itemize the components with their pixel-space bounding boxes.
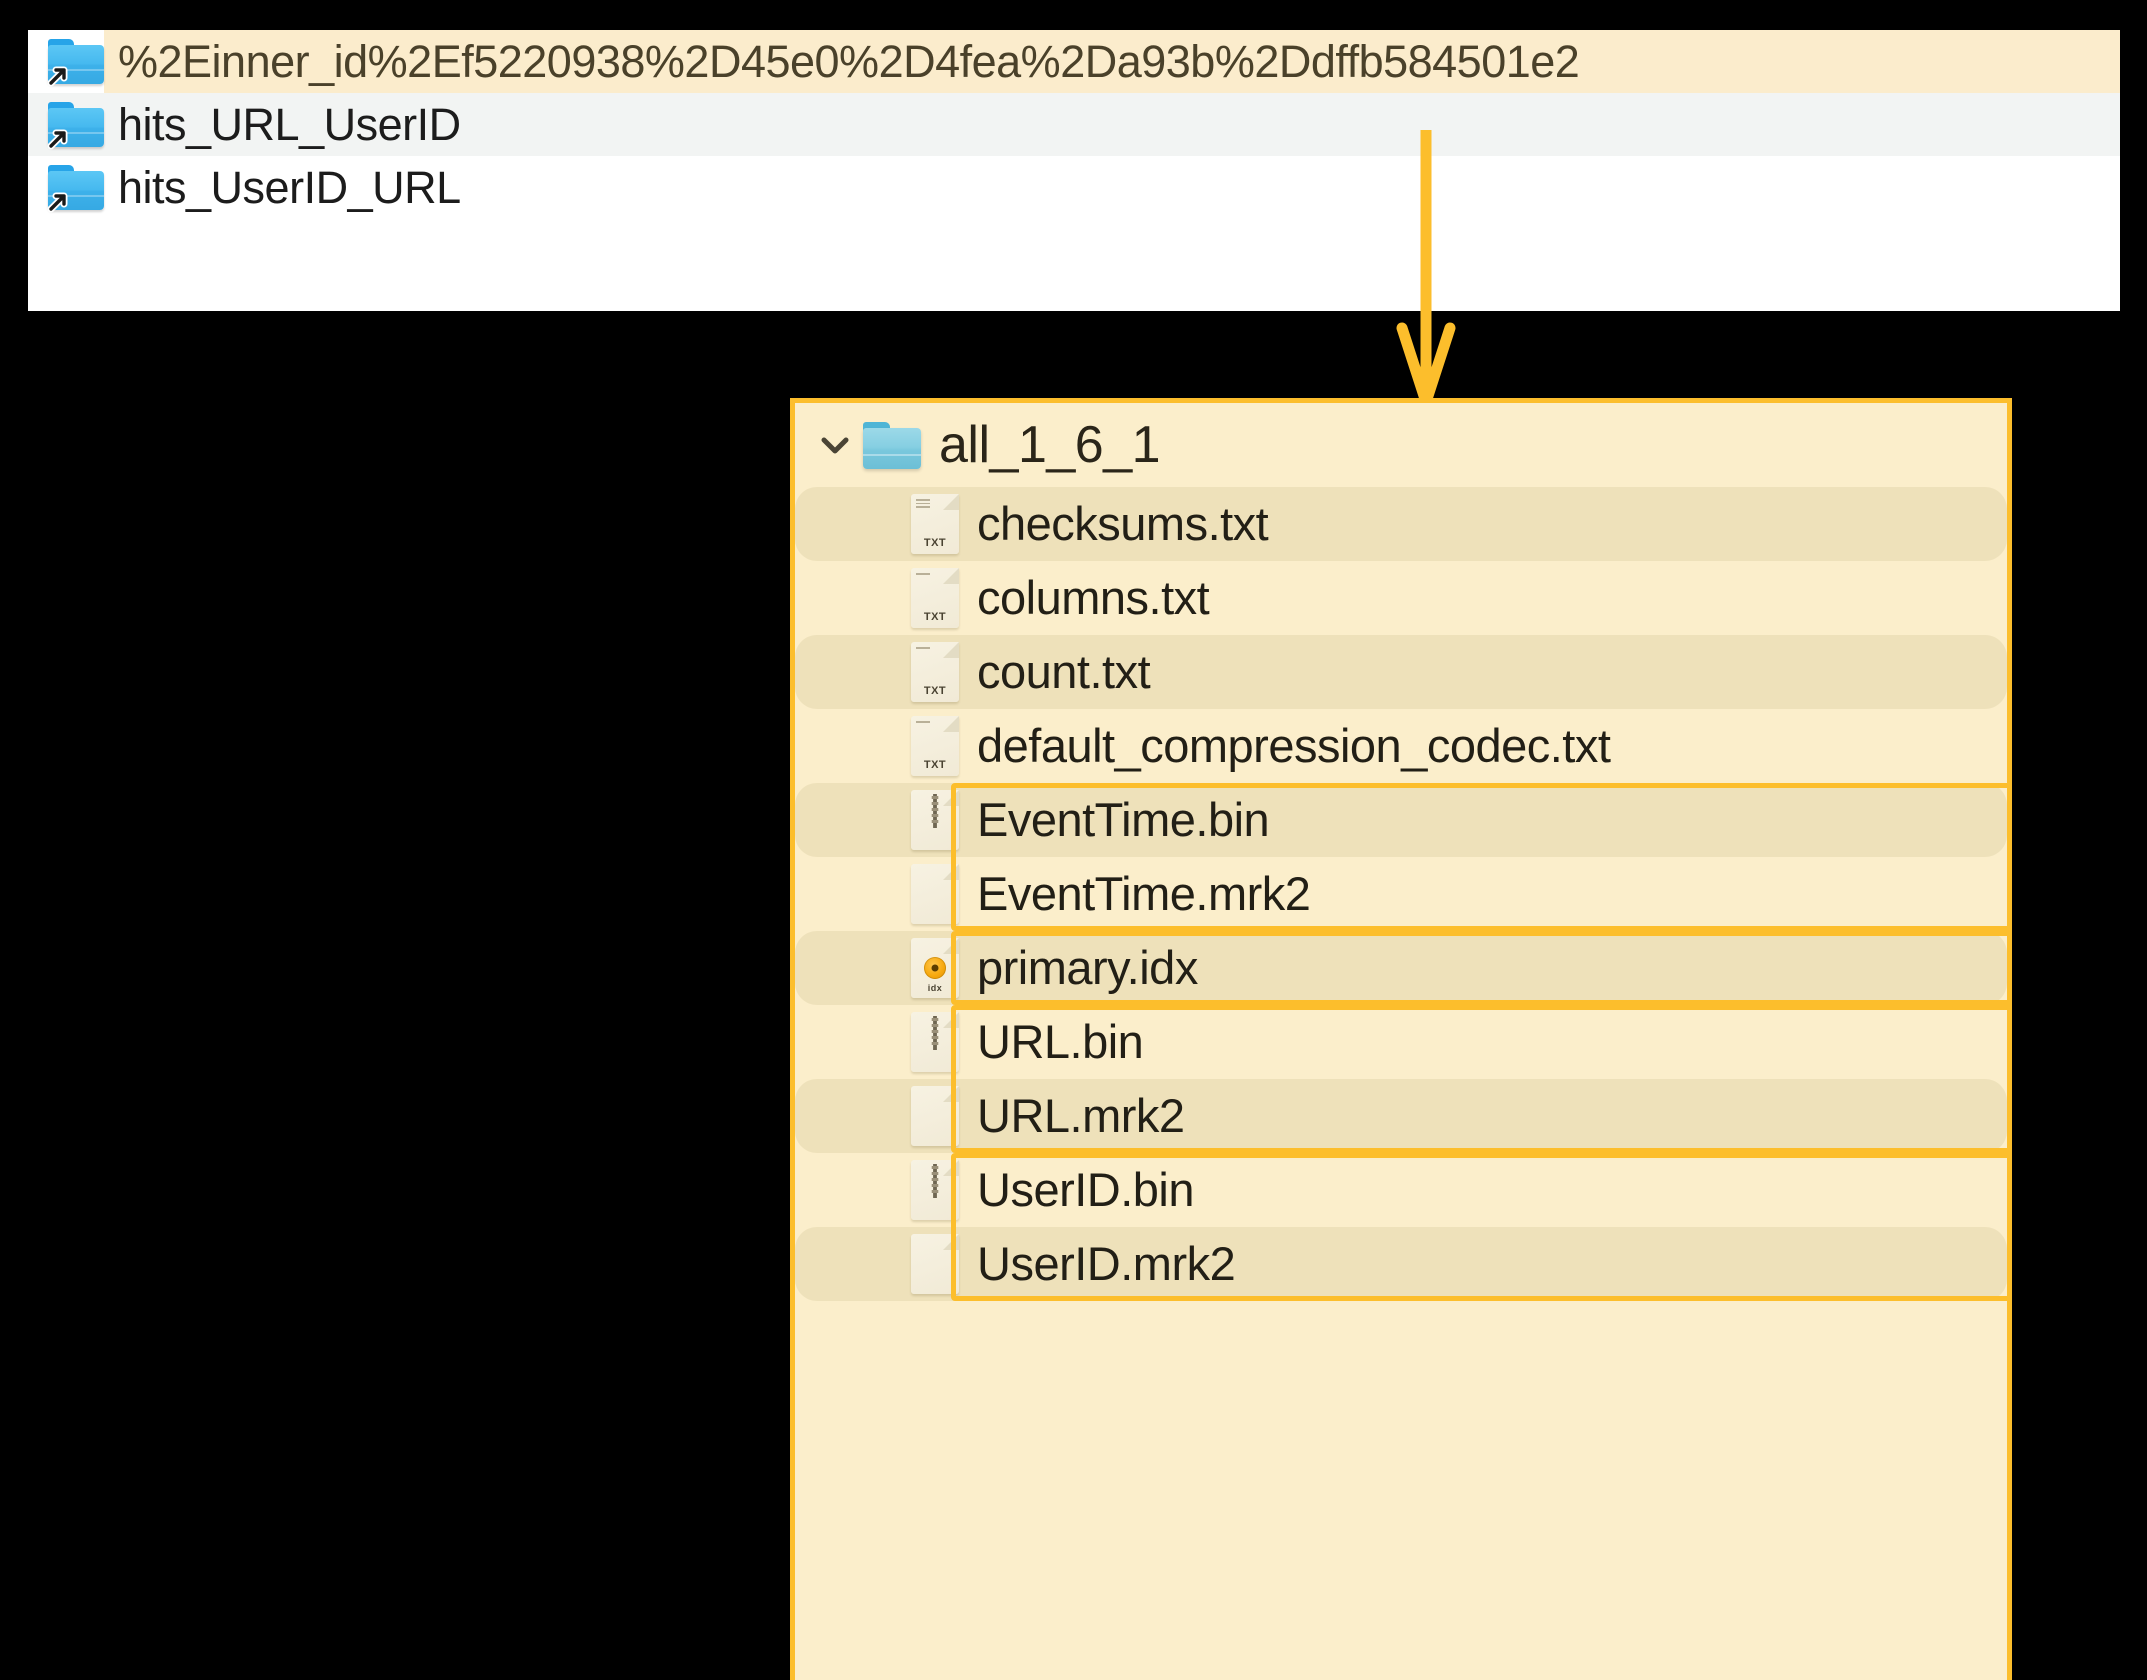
folder-symlink-icon (47, 102, 104, 150)
tree-file-row[interactable]: TXT count.txt (795, 635, 2007, 709)
tree-file-label: URL.bin (977, 1015, 1144, 1068)
tree-file-label: default_compression_codec.txt (977, 719, 1611, 772)
file-icon-tag: idx (927, 983, 943, 993)
tree-root-row[interactable]: all_1_6_1 (795, 403, 2007, 487)
bin-file-icon (911, 790, 959, 850)
list-item[interactable]: hits_UserID_URL (28, 156, 2120, 219)
list-item[interactable]: hits_URL_UserID (28, 93, 2120, 156)
file-icon-tag: TXT (923, 537, 947, 549)
txt-file-icon: TXT (911, 716, 959, 776)
chevron-down-icon[interactable] (813, 423, 857, 467)
idx-file-icon: idx (911, 938, 959, 998)
tree-root-label: all_1_6_1 (939, 416, 1161, 474)
txt-file-icon: TXT (911, 642, 959, 702)
tree-file-row[interactable]: URL.bin (795, 1005, 2007, 1079)
part-directory-tree-panel: all_1_6_1 TXT checksums.txt TXT columns. (790, 398, 2012, 1680)
tree-file-label: count.txt (977, 645, 1151, 698)
list-item-highlight: %2Einner_id%2Ef5220938%2D45e0%2D4fea%2Da… (104, 30, 2120, 93)
folder-symlink-icon (47, 39, 104, 87)
tree-file-label: checksums.txt (977, 497, 1269, 550)
tree-file-row[interactable]: TXT default_compression_codec.txt (795, 709, 2007, 783)
alias-arrow-icon (47, 66, 68, 87)
list-item-highlight: hits_UserID_URL (104, 156, 2120, 219)
tree-file-row[interactable]: EventTime.mrk2 (795, 857, 2007, 931)
file-icon-tag: TXT (923, 759, 947, 771)
tree-file-label: UserID.mrk2 (977, 1237, 1236, 1290)
folder-icon (863, 421, 921, 469)
list-item-label: hits_UserID_URL (118, 162, 461, 213)
tree-file-row[interactable]: UserID.bin (795, 1153, 2007, 1227)
list-item-label: hits_URL_UserID (118, 99, 461, 150)
txt-file-icon: TXT (911, 494, 959, 554)
folder-symlink-icon (47, 165, 104, 213)
tree-file-row[interactable]: TXT checksums.txt (795, 487, 2007, 561)
flow-arrow-down-icon (1396, 130, 1456, 420)
tree-file-row[interactable]: UserID.mrk2 (795, 1227, 2007, 1301)
alias-arrow-icon (47, 192, 68, 213)
tree-file-label: primary.idx (977, 941, 1198, 994)
tree-file-row[interactable]: idx primary.idx (795, 931, 2007, 1005)
file-icon-tag: TXT (923, 685, 947, 697)
list-item-highlight: hits_URL_UserID (104, 93, 2120, 156)
txt-file-icon: TXT (911, 568, 959, 628)
list-item-label: %2Einner_id%2Ef5220938%2D45e0%2D4fea%2Da… (118, 36, 1580, 87)
alias-arrow-icon (47, 129, 68, 150)
symlink-folder-list: %2Einner_id%2Ef5220938%2D45e0%2D4fea%2Da… (28, 30, 2120, 311)
blank-file-icon (911, 864, 959, 924)
file-icon-tag: TXT (923, 611, 947, 623)
blank-file-icon (911, 1234, 959, 1294)
tree-file-label: columns.txt (977, 571, 1210, 624)
bin-file-icon (911, 1012, 959, 1072)
list-item[interactable]: %2Einner_id%2Ef5220938%2D45e0%2D4fea%2Da… (28, 30, 2120, 93)
tree-file-label: EventTime.mrk2 (977, 867, 1311, 920)
tree-file-label: UserID.bin (977, 1163, 1195, 1216)
tree-file-label: URL.mrk2 (977, 1089, 1185, 1142)
blank-file-icon (911, 1086, 959, 1146)
tree-file-row[interactable]: TXT columns.txt (795, 561, 2007, 635)
tree-file-row[interactable]: URL.mrk2 (795, 1079, 2007, 1153)
tree-file-label: EventTime.bin (977, 793, 1270, 846)
bin-file-icon (911, 1160, 959, 1220)
tree-file-row[interactable]: EventTime.bin (795, 783, 2007, 857)
